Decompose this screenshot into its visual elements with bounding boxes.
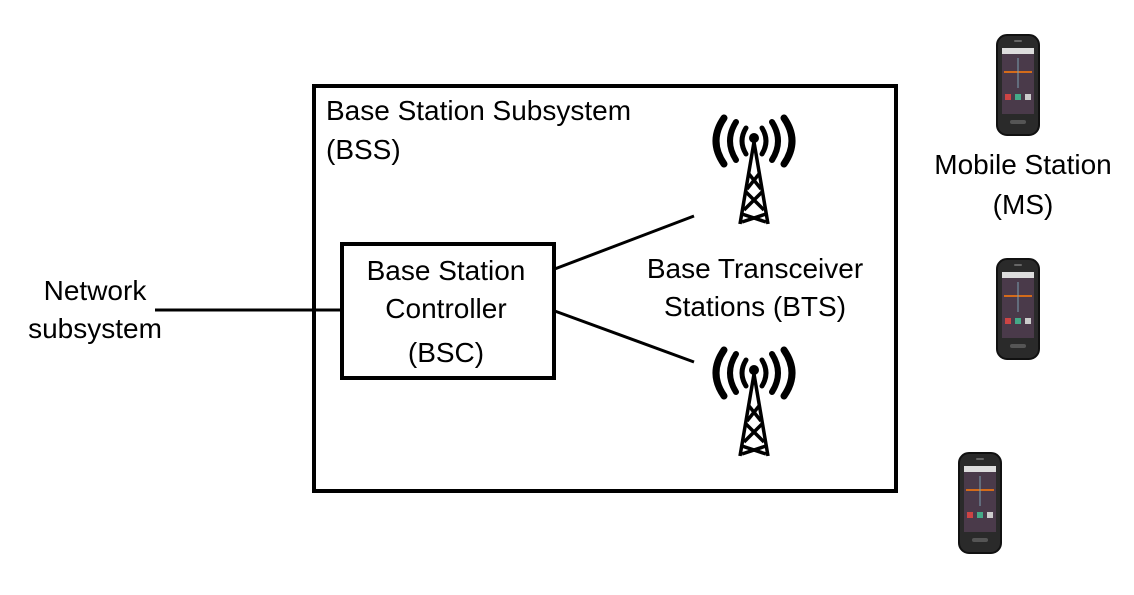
bsc-to-bts-top-line <box>551 214 695 272</box>
bss-label-line2: (BSS) <box>326 134 401 165</box>
bsc-to-bts-bottom-line <box>551 308 695 364</box>
bsc-box <box>340 242 556 380</box>
network-label-line1: Network <box>43 275 147 306</box>
ms-label-line2: (MS) <box>992 189 1054 220</box>
bsc-label-line1: Base Station <box>366 255 526 286</box>
network-label-line2: subsystem <box>28 313 162 344</box>
smartphone-icon <box>996 34 1040 136</box>
bsc-label-line2: Controller <box>385 293 507 324</box>
ms-label-line1: Mobile Station <box>934 149 1112 180</box>
radio-tower-icon <box>712 114 796 225</box>
bts-label-line1: Base Transceiver <box>646 253 864 284</box>
smartphone-icon <box>958 452 1002 554</box>
radio-tower-icon <box>712 346 796 457</box>
bss-box <box>312 84 898 493</box>
bts-label-line2: Stations (BTS) <box>663 291 847 322</box>
bsc-label-line3: (BSC) <box>407 337 485 368</box>
bss-label-line1: Base Station Subsystem <box>326 95 632 126</box>
smartphone-icon <box>996 258 1040 360</box>
